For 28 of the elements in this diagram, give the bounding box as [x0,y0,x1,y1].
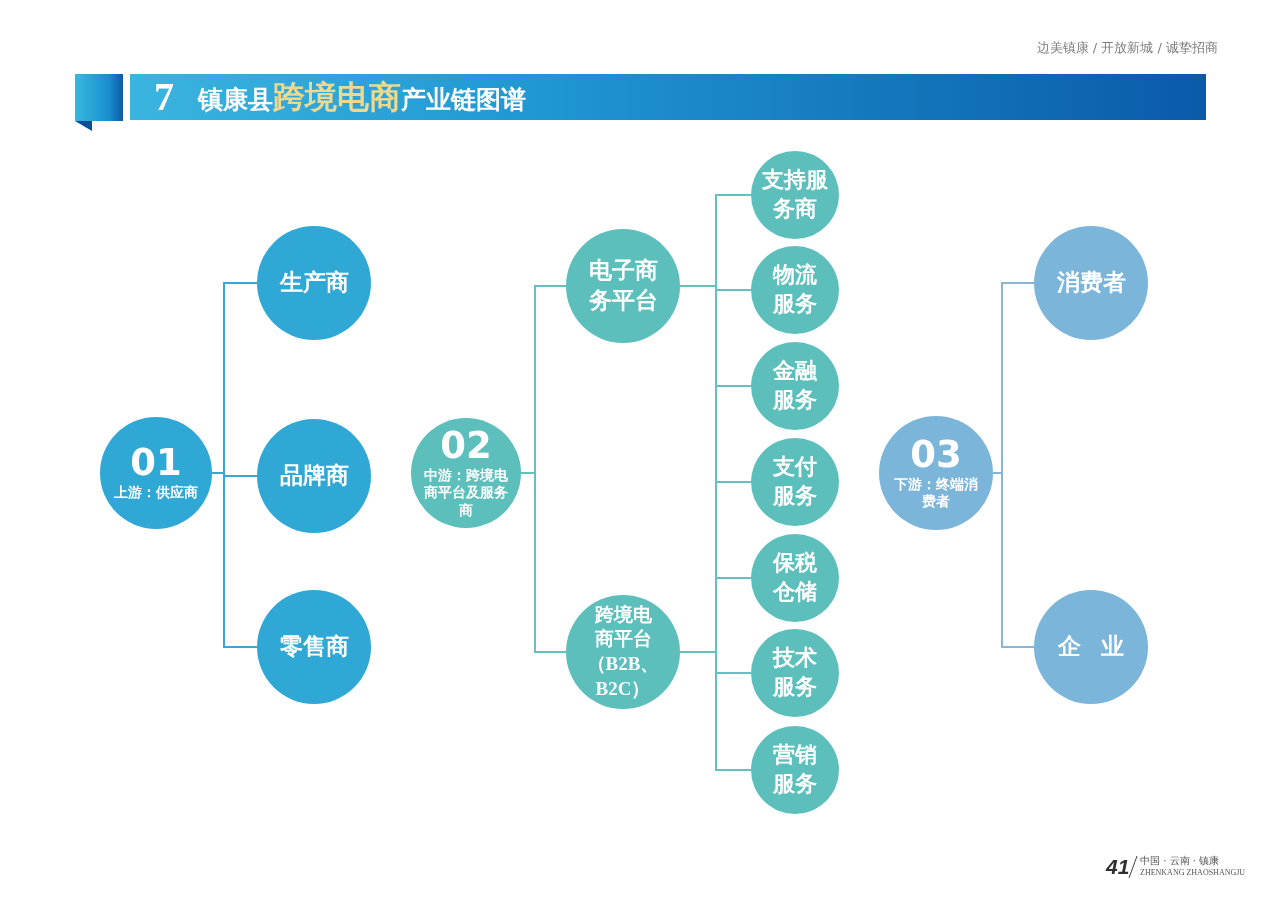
chapter-number: 7 [154,74,174,120]
node-label: 品牌商 [278,462,350,491]
page-number: 41 [1106,855,1130,879]
stage-label: 中游：跨境电商平台及服务商 [423,467,509,519]
node-label: 跨境电商平台（B2B、B2C） [586,602,660,701]
stage-number: 02 [440,427,492,465]
node-label: 企业 [1056,633,1146,662]
stage-label: 下游：终端消费者 [893,475,979,511]
footer-romanization: ZHENKANG ZHAOSHANGJU [1140,868,1246,877]
header-tagline: 边美镇康 / 开放新城 / 诚挚招商 [1036,39,1218,57]
stage-number: 01 [130,444,182,482]
node-label: 支付服务 [771,453,818,510]
node-label: 消费者 [1055,269,1127,298]
diagram-title: 镇康县跨境电商产业链图谱 [198,78,526,117]
node-label: 物流服务 [771,261,818,318]
node-label: 保税仓储 [771,549,818,606]
node-label: 电子商务平台 [587,257,659,315]
node-label: 生产商 [278,269,350,298]
node-label: 营销服务 [771,741,818,798]
connector-line [679,651,752,771]
connector-line [992,472,1035,648]
node-label: 金融服务 [771,357,818,414]
node-label: 零售商 [278,633,350,662]
stage-number: 03 [910,435,962,473]
footer-location: 中国 · 云南 · 镇康 [1140,855,1220,867]
node-label: 技术服务 [771,644,818,701]
stage-label: 上游：供应商 [113,484,199,502]
node-label: 支持服务商 [761,166,829,223]
